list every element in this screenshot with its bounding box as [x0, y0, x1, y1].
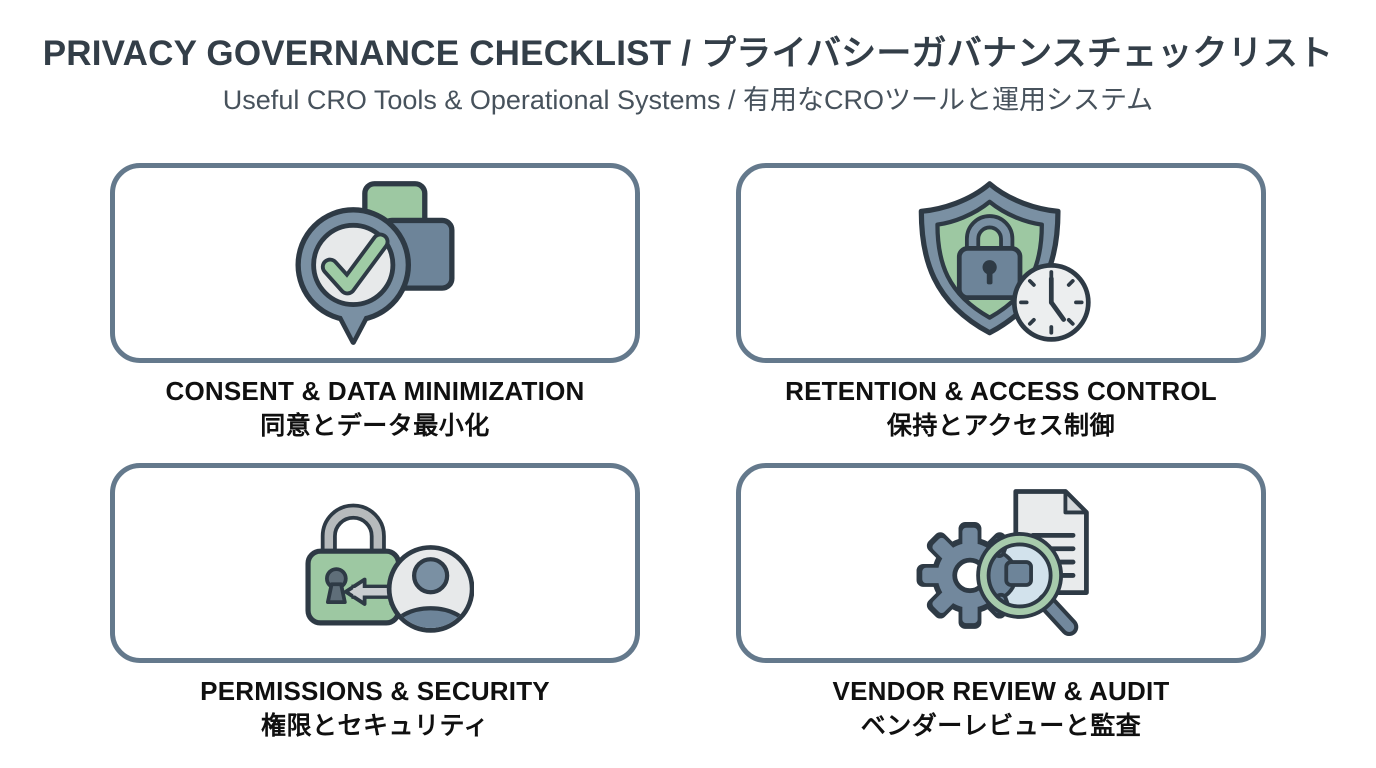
card-title-en: RETENTION & ACCESS CONTROL [785, 376, 1217, 406]
page-title: PRIVACY GOVERNANCE CHECKLIST / プライバシーガバナ… [42, 34, 1334, 73]
card-labels: VENDOR REVIEW & AUDIT ベンダーレビューと監査 [832, 676, 1170, 741]
card-title-en: CONSENT & DATA MINIMIZATION [165, 376, 585, 406]
card-title-ja: ベンダーレビューと監査 [860, 711, 1142, 740]
cell-retention: RETENTION & ACCESS CONTROL 保持とアクセス制御 [736, 163, 1266, 463]
card-labels: PERMISSIONS & SECURITY 権限とセキュリティ [200, 676, 550, 741]
cell-permissions: PERMISSIONS & SECURITY 権限とセキュリティ [110, 463, 640, 763]
page-subtitle: Useful CRO Tools & Operational Systems /… [222, 85, 1154, 116]
card-labels: RETENTION & ACCESS CONTROL 保持とアクセス制御 [785, 376, 1217, 441]
card-title-ja: 保持とアクセス制御 [886, 411, 1116, 440]
card-title-en: PERMISSIONS & SECURITY [200, 676, 550, 706]
card-labels: CONSENT & DATA MINIMIZATION 同意とデータ最小化 [165, 376, 585, 441]
lock-key-user-icon [305, 503, 474, 633]
card-vendor [736, 463, 1266, 663]
card-retention [736, 163, 1266, 363]
card-title-en: VENDOR REVIEW & AUDIT [832, 676, 1170, 706]
gear-magnifier-document-icon [916, 488, 1089, 636]
card-title-ja: 同意とデータ最小化 [260, 411, 490, 440]
card-title-ja: 権限とセキュリティ [260, 711, 489, 740]
card-consent [110, 163, 640, 363]
cell-consent: CONSENT & DATA MINIMIZATION 同意とデータ最小化 [110, 163, 640, 463]
shield-lock-clock-icon [918, 180, 1091, 342]
card-grid: CONSENT & DATA MINIMIZATION 同意とデータ最小化 [110, 163, 1266, 763]
header: PRIVACY GOVERNANCE CHECKLIST / プライバシーガバナ… [0, 34, 1376, 117]
cell-vendor: VENDOR REVIEW & AUDIT ベンダーレビューと監査 [736, 463, 1266, 763]
card-permissions [110, 463, 640, 663]
chat-check-icon [295, 181, 455, 345]
